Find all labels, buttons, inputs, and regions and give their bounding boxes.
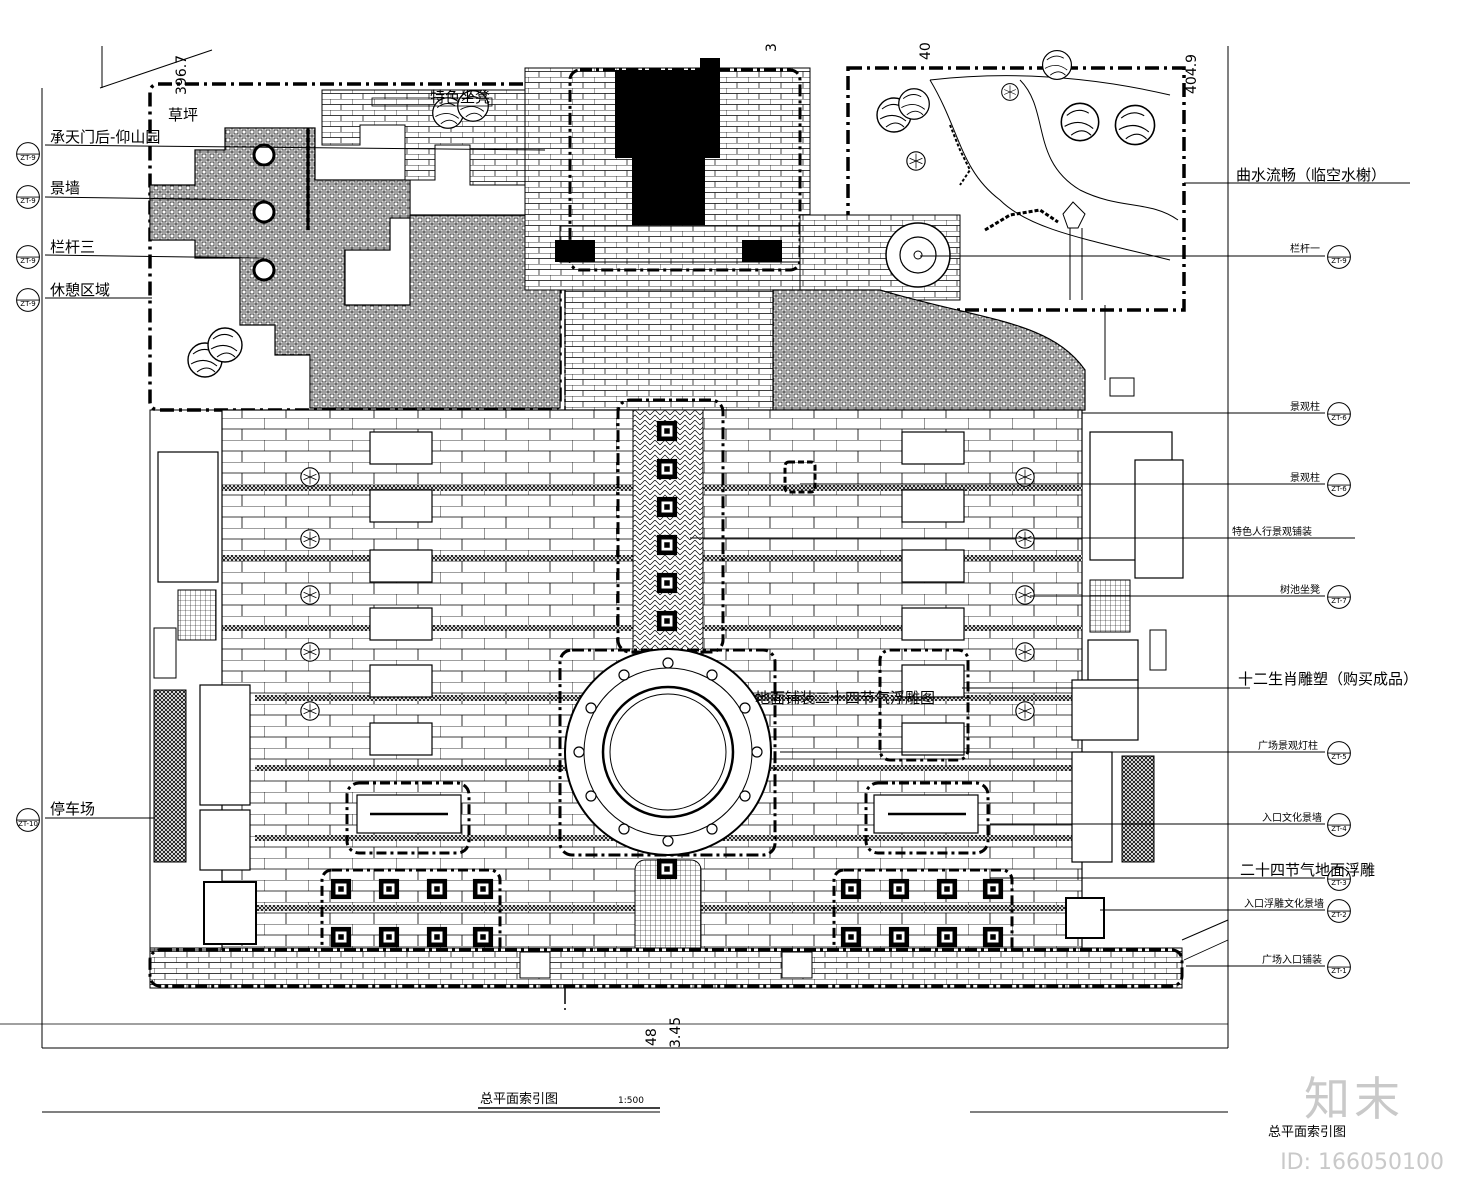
label-parking: 停车场	[50, 800, 95, 818]
index-marker[interactable]: ZT-9	[16, 288, 40, 312]
watermark-brand: 知末	[1304, 1072, 1404, 1126]
label-railing-three: 栏杆三	[50, 238, 95, 256]
label-entrance-wall: 入口文化景墙	[1262, 811, 1322, 824]
left-labels: 承天门后-仰山园 景墙 栏杆三 休憩区域 停车场	[50, 128, 160, 818]
svg-text:ZT-6: ZT-6	[1331, 485, 1347, 493]
svg-text:ZT-6: ZT-6	[1331, 414, 1347, 422]
svg-text:40: 40	[918, 42, 934, 60]
label-feature-column-1: 景观柱	[1290, 400, 1320, 413]
svg-text:ZT-9: ZT-9	[1331, 257, 1346, 265]
index-marker[interactable]: ZT-4	[1327, 813, 1351, 837]
label-feature-column-2: 景观柱	[1290, 471, 1320, 484]
svg-text:48: 48	[644, 1028, 660, 1046]
index-marker[interactable]: ZT-10	[16, 808, 40, 832]
index-marker[interactable]: ZT-3	[1327, 867, 1351, 891]
label-railing-one: 栏杆一	[1290, 242, 1320, 255]
svg-text:ZT-9: ZT-9	[20, 257, 35, 265]
circular-plaza	[558, 648, 777, 857]
svg-text:ZT-1: ZT-1	[1331, 967, 1346, 975]
right-pavilions	[1065, 431, 1184, 939]
right-labels: 曲水流畅（临空水榭） 栏杆一 景观柱 景观柱 特色人行景观铺装 树池坐凳 十二生…	[1232, 166, 1418, 966]
left-index-markers: ZT-9 ZT-9 ZT-9 ZT-9 ZT-10	[16, 142, 40, 832]
label-zodiac-sculpture: 十二生肖雕塑（购买成品）	[1238, 670, 1418, 688]
svg-text:ZT-3: ZT-3	[1331, 879, 1346, 887]
label-relief-wall: 入口浮雕文化景墙	[1244, 897, 1324, 910]
svg-text:ZT-5: ZT-5	[1331, 753, 1346, 761]
index-marker[interactable]: ZT-9	[16, 142, 40, 166]
svg-text:1:500: 1:500	[618, 1096, 644, 1106]
index-marker[interactable]: ZT-1	[1327, 955, 1351, 979]
label-ground-relief: 地面铺装二十四节气浮雕图	[755, 689, 935, 707]
leader-lines	[44, 144, 1410, 967]
transition-paving	[772, 289, 1135, 411]
label-rest-area: 休憩区域	[50, 281, 110, 299]
label-seating: 特色坐凳	[430, 88, 490, 106]
svg-text:ZT-9: ZT-9	[20, 300, 35, 308]
svg-text:总平面索引图: 总平面索引图	[480, 1092, 558, 1107]
svg-text:ZT-9: ZT-9	[20, 154, 35, 162]
label-feature-wall: 景墙	[50, 179, 80, 197]
svg-text:3.45: 3.45	[668, 1017, 684, 1048]
index-marker[interactable]: ZT-9	[16, 185, 40, 209]
svg-text:总平面索引图: 总平面索引图	[1268, 1125, 1346, 1140]
watermark-id: ID: 166050100	[1280, 1150, 1444, 1175]
svg-text:ZT-10: ZT-10	[18, 820, 38, 828]
zodiac-pedestals	[369, 431, 970, 762]
index-marker[interactable]: ZT-9	[16, 245, 40, 269]
dimensions: 396.7 3 40 404.9 48 3.45	[174, 42, 1200, 1048]
right-index-markers: ZT-9 ZT-6 ZT-6 ZT-7 ZT-5 ZT-4 ZT-3 ZT-2 …	[1327, 245, 1351, 979]
drawing-title: 总平面索引图 1:500 总平面索引图	[478, 1092, 1346, 1140]
label-lawn: 草坪	[168, 106, 198, 124]
top-labels: 草坪 特色坐凳	[168, 88, 490, 124]
entrance-culture-walls	[345, 781, 990, 855]
label-walk-paving: 特色人行景观铺装	[1232, 525, 1312, 538]
index-marker[interactable]: ZT-6	[1327, 473, 1351, 497]
svg-text:396.7: 396.7	[174, 55, 190, 95]
entrance-band	[148, 947, 1184, 989]
index-marker[interactable]: ZT-5	[1327, 741, 1351, 765]
water-garden	[799, 49, 1186, 312]
main-hall	[524, 58, 811, 1010]
svg-text:ZT-9: ZT-9	[20, 197, 35, 205]
svg-text:3: 3	[764, 43, 780, 52]
svg-text:404.9: 404.9	[1184, 54, 1200, 94]
index-marker[interactable]: ZT-9	[1327, 245, 1351, 269]
index-marker[interactable]: ZT-7	[1327, 585, 1351, 609]
label-water-pavilion: 曲水流畅（临空水榭）	[1236, 166, 1386, 184]
index-marker[interactable]: ZT-2	[1327, 899, 1351, 923]
svg-text:ZT-2: ZT-2	[1331, 911, 1346, 919]
label-entrance-paving: 广场入口铺装	[1262, 953, 1322, 966]
site-boundary	[0, 46, 1229, 1113]
label-tree-bench: 树池坐凳	[1280, 583, 1320, 596]
label-chengtian-gate: 承天门后-仰山园	[50, 128, 160, 146]
svg-text:ZT-4: ZT-4	[1331, 825, 1347, 833]
left-garden	[148, 82, 562, 412]
label-solar-terms: 二十四节气地面浮雕	[1240, 861, 1375, 879]
label-lamp-post: 广场景观灯柱	[1258, 739, 1318, 752]
svg-text:ZT-7: ZT-7	[1331, 597, 1346, 605]
left-parking	[149, 409, 257, 951]
index-marker[interactable]: ZT-6	[1327, 402, 1351, 426]
